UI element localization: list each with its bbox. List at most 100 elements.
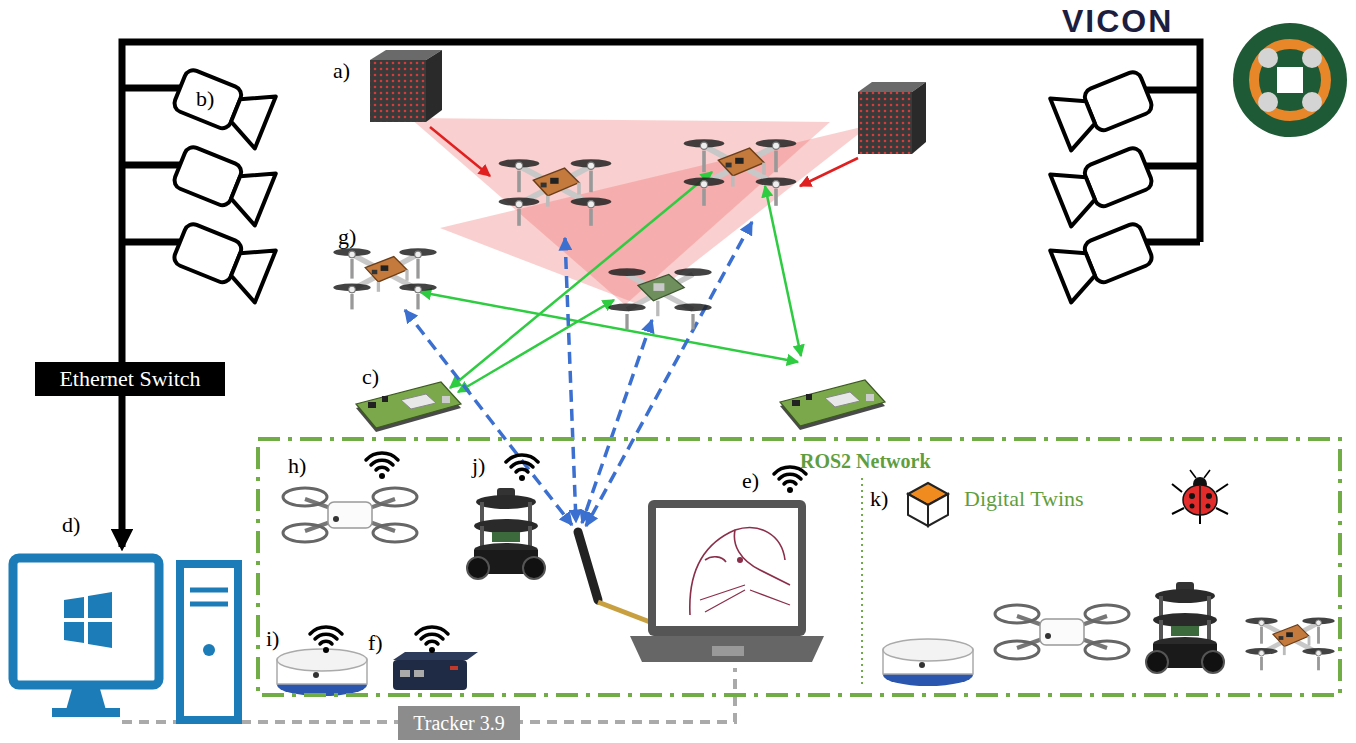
laptop — [578, 500, 824, 662]
callout-letter: i) — [266, 628, 279, 650]
gazebo-icon — [908, 483, 948, 526]
ladybug-icon — [1216, 484, 1228, 492]
camera-icon — [170, 139, 276, 225]
raspberry-case — [393, 660, 467, 690]
windows-pc — [203, 644, 215, 656]
radio-dongle-link — [586, 222, 752, 526]
lighthouse-box — [430, 127, 490, 176]
raspberry-case — [414, 670, 424, 677]
crazyflie-drone — [499, 159, 612, 226]
network-region: ROS2 Network — [256, 437, 1342, 697]
callout-letter: h) — [288, 455, 306, 477]
vicon-bus — [122, 42, 1200, 547]
camera-icon — [170, 62, 276, 148]
callout-letter: d) — [62, 514, 80, 536]
crazyflie-drone — [333, 248, 436, 309]
radio-dongle-link — [405, 310, 572, 525]
radio-dongle-link — [405, 222, 752, 526]
laptop — [700, 585, 790, 612]
brand-name: VICON — [1062, 5, 1173, 37]
radio-link — [420, 292, 798, 362]
crazyswarm-logo — [1258, 92, 1278, 112]
crazyswarm-logo — [1258, 48, 1278, 68]
light-cone — [440, 125, 870, 305]
group-title: Digital Twins — [964, 488, 1084, 510]
wifi-icon — [506, 455, 538, 481]
vicon-bus — [122, 162, 182, 169]
windows-pc — [52, 708, 120, 717]
vicon-bus — [122, 42, 1200, 547]
gazebo-icon — [908, 494, 928, 526]
tello-drone — [283, 488, 417, 542]
laptop — [578, 532, 598, 600]
crazyflie-drone — [684, 139, 797, 206]
box-label: Ethernet Switch — [59, 366, 200, 391]
windows-pc — [88, 622, 112, 648]
ladybug-icon — [1172, 470, 1228, 524]
laptop — [737, 557, 743, 563]
radio-board — [356, 382, 461, 432]
camera-icon — [1050, 140, 1156, 226]
lighthouse-box — [370, 60, 426, 122]
ladybug-icon — [1206, 504, 1211, 509]
ladybug-icon — [1190, 504, 1195, 509]
tello-drone — [283, 488, 417, 542]
crazyswarm-logo — [1302, 48, 1322, 68]
crazyswarm-logo — [1233, 23, 1347, 137]
region-title: ROS2 Network — [800, 450, 931, 472]
ladybug-icon — [1190, 470, 1196, 478]
laptop — [598, 602, 650, 622]
camera-icon — [170, 62, 1157, 302]
lighthouse-box — [858, 92, 912, 154]
region-border — [256, 437, 1342, 697]
camera-icon — [170, 216, 276, 302]
radio-link — [420, 172, 801, 392]
lighthouse-box — [800, 158, 858, 186]
callout-letter: k) — [870, 488, 888, 510]
raspberry-case — [393, 652, 478, 690]
kobuki-robot — [277, 649, 367, 696]
radio-board — [356, 380, 885, 432]
software-box: Tracker 3.9 — [398, 706, 520, 740]
wifi-icon — [366, 453, 398, 479]
windows-pc — [13, 558, 238, 720]
vicon-bus — [122, 85, 182, 92]
lighthouse-box — [370, 50, 926, 186]
wifi-icon — [310, 627, 342, 653]
laptop — [712, 646, 744, 656]
laptop — [630, 636, 824, 662]
raspberry-case — [393, 652, 478, 660]
laptop — [656, 508, 798, 626]
callout-letter: e) — [742, 470, 759, 492]
ladybug-icon — [1204, 470, 1210, 478]
laptop — [648, 500, 806, 636]
ladybug-icon — [1172, 508, 1184, 514]
wifi-icon — [416, 627, 448, 653]
vicon-bus — [122, 239, 182, 246]
windows-pc — [64, 597, 84, 618]
ladybug-icon — [1216, 508, 1228, 514]
callout-letter: f) — [368, 632, 383, 654]
windows-pc — [88, 592, 112, 618]
raspberry-case — [400, 670, 410, 677]
box-label: Tracker 3.9 — [413, 712, 504, 735]
ladybug-icon — [1199, 486, 1201, 515]
laptop — [734, 530, 790, 585]
vicon-bus — [1146, 163, 1200, 170]
callout-letter: c) — [362, 366, 379, 388]
digital-twin-robots — [995, 605, 1129, 659]
digital-twin-robots — [1146, 582, 1224, 673]
crazyswarm-logo — [1302, 92, 1322, 112]
divider — [861, 478, 863, 688]
vicon-bus — [1146, 87, 1200, 94]
ladybug-icon — [1206, 493, 1212, 499]
turtlebot-robot — [467, 488, 545, 579]
callout-letter: b) — [196, 88, 214, 110]
kobuki-robot — [277, 649, 367, 696]
digital-twin-robots — [883, 582, 1335, 686]
callout-letter: g) — [338, 226, 356, 248]
gazebo-icon — [928, 494, 948, 526]
radio-board — [780, 380, 885, 430]
vicon-bus — [1146, 239, 1200, 246]
